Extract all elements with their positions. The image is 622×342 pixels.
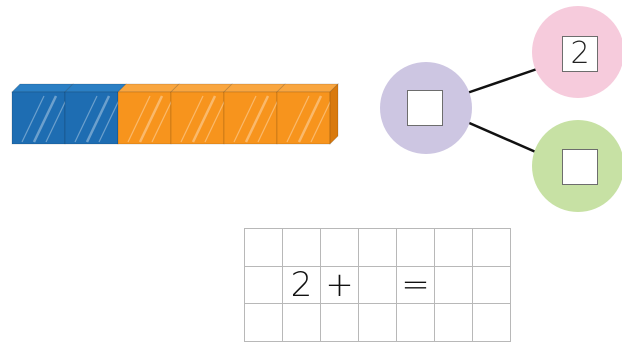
part-bottom-circle — [532, 120, 622, 212]
grid-cell[interactable] — [245, 229, 283, 267]
grid-cell[interactable] — [397, 229, 435, 267]
grid-cell[interactable] — [321, 229, 359, 267]
grid-cell[interactable]: 2 — [283, 267, 321, 305]
part-bottom-answer-box[interactable] — [562, 149, 598, 185]
grid-cell[interactable] — [359, 229, 397, 267]
whole-answer-box[interactable] — [407, 90, 443, 126]
grid-cell[interactable] — [283, 304, 321, 342]
grid-cell[interactable] — [397, 304, 435, 342]
grid-cell[interactable]: = — [397, 267, 435, 305]
grid-cell[interactable] — [435, 229, 473, 267]
grid-cell[interactable] — [435, 267, 473, 305]
grid-cell[interactable] — [359, 304, 397, 342]
grid-cell[interactable] — [435, 304, 473, 342]
part-top-circle: 2 — [532, 6, 622, 98]
grid-cell[interactable] — [359, 267, 397, 305]
grid-cell[interactable] — [283, 229, 321, 267]
bond-line-bottom — [467, 122, 538, 153]
whole-answer-value — [408, 91, 442, 125]
grid-cell[interactable] — [245, 304, 283, 342]
part-bottom-answer-value — [563, 150, 597, 184]
grid-cell[interactable] — [473, 304, 511, 342]
grid-cell[interactable]: + — [321, 267, 359, 305]
whole-circle — [380, 62, 472, 154]
grid-cell[interactable] — [473, 267, 511, 305]
bond-line-top — [467, 68, 540, 93]
equation-grid: 2+ = — [244, 228, 511, 342]
grid-cell[interactable] — [321, 304, 359, 342]
part-top-value: 2 — [563, 37, 597, 71]
part-top-box[interactable]: 2 — [562, 36, 598, 72]
grid-cell[interactable] — [245, 267, 283, 305]
grid-cell[interactable] — [473, 229, 511, 267]
